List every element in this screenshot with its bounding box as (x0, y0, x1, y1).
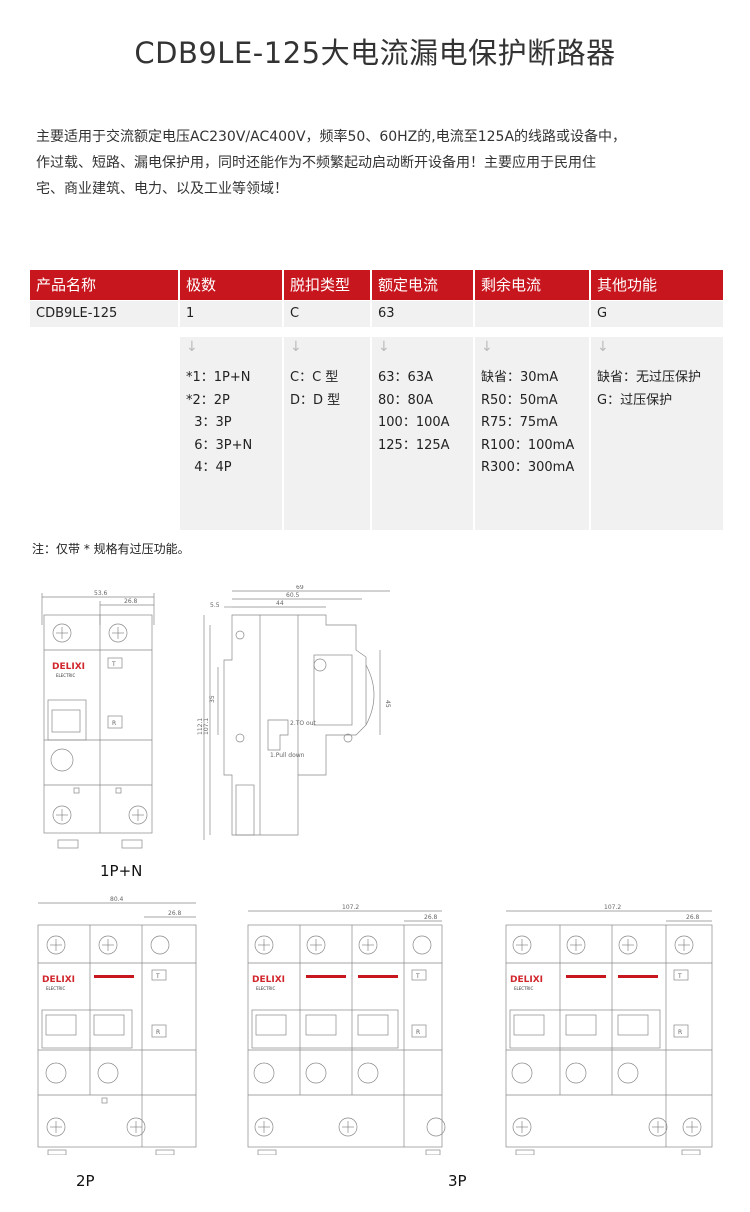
intro-line: 主要适用于交流额定电压AC230V/AC400V，频率50、60HZ的,电流至1… (36, 129, 627, 145)
footnote: 注：仅带 * 规格有过压功能。 (32, 542, 190, 556)
caption-3p: 3P (448, 1172, 467, 1190)
value-poles: 1 (180, 301, 282, 327)
option-item: G：过压保护 (597, 392, 673, 408)
options-residual-current-list: 缺省：30mA R50：50mA R75：75mA R100：100mA R30… (481, 367, 574, 480)
header-residual-current: 剩余电流 (475, 270, 589, 300)
reset-button-label: R (678, 1029, 682, 1036)
options-rated-current-list: 63：63A 80：80A 100：100A 125：125A (378, 367, 450, 457)
diagram-side-view: 69 60.5 44 5.5 35 45 107.1 112.1 2.TO ou… (197, 585, 391, 840)
arrow-down-icon: ↓ (186, 339, 198, 355)
arrow-down-icon: ↓ (378, 339, 390, 355)
dim-69: 69 (296, 585, 304, 591)
header-other-function: 其他功能 (591, 270, 723, 300)
dim-pole: 26.8 (686, 914, 700, 921)
value-trip-type: C (284, 301, 370, 327)
options-product-name: ↓ *1：1P+N *2：2P 3：3P 6：3P+N 4：4P (180, 337, 282, 530)
value-rated-current: 63 (372, 301, 473, 327)
red-bar (566, 975, 606, 978)
intro-line: 作过载、短路、漏电保护用，同时还能作为不频繁起动启动断开设备用！主要应用于民用住 (36, 155, 596, 171)
diagram-2p: 80.4 26.8 DELIXI ELECTRIC T R (37, 896, 197, 1155)
option-item: 6：3P+N (186, 437, 253, 453)
red-bar (94, 975, 134, 978)
options-residual-current: ↓ 缺省：30mA R50：50mA R75：75mA R100：100mA R… (475, 337, 589, 530)
options-poles-list: *1：1P+N *2：2P 3：3P 6：3P+N 4：4P (186, 367, 252, 480)
red-bar (618, 975, 658, 978)
brand-sub: ELECTRIC (256, 986, 275, 991)
header-poles: 极数 (180, 270, 282, 300)
intro-line: 宅、商业建筑、电力、以及工业等领域！ (36, 181, 288, 197)
option-item: 3：3P (186, 415, 232, 430)
option-item: D：D 型 (290, 392, 341, 408)
dim-112-1: 112.1 (197, 718, 204, 735)
dim-60-5: 60.5 (286, 592, 300, 599)
brand-sub: ELECTRIC (56, 673, 75, 678)
brand-logo: DELIXI (42, 975, 75, 985)
option-item: C：C 型 (290, 370, 339, 385)
caption-1pn: 1P+N (100, 862, 143, 880)
option-item: 缺省：30mA (481, 370, 559, 385)
value-other-function: G (591, 301, 723, 327)
reset-button-label: R (112, 720, 116, 727)
red-bar (306, 975, 346, 978)
dim-44: 44 (276, 600, 284, 607)
red-bar (358, 975, 398, 978)
brand-logo: DELIXI (510, 975, 543, 985)
brand-sub: ELECTRIC (514, 986, 533, 991)
dim-35: 35 (209, 695, 216, 703)
reset-button-label: R (416, 1029, 420, 1036)
options-other-function-list: 缺省：无过压保护 G：过压保护 (597, 367, 701, 412)
dim-5-5: 5.5 (210, 602, 220, 609)
brand-logo: DELIXI (252, 975, 285, 985)
arrow-down-icon: ↓ (481, 339, 493, 355)
value-product-name: CDB9LE-125 (30, 301, 178, 327)
caption-2p: 2P (76, 1172, 95, 1190)
dim-width: 80.4 (110, 896, 124, 903)
header-rated-current: 额定电流 (372, 270, 473, 300)
option-item: 63：63A (378, 370, 433, 385)
options-trip-type: ↓ C：C 型 D：D 型 (284, 337, 370, 530)
option-item: *2：2P (186, 392, 230, 408)
test-button-label: T (677, 973, 682, 980)
dim-pole: 26.8 (424, 914, 438, 921)
diagram-1pn-front: 53.6 26.8 DELIXI ELECTRIC T R (41, 590, 155, 849)
header-product-name: 产品名称 (30, 270, 178, 300)
brand-logo: DELIXI (52, 662, 85, 672)
option-item: 4：4P (186, 460, 232, 475)
option-item: R100：100mA (481, 437, 575, 453)
arrow-down-icon: ↓ (597, 339, 609, 355)
value-residual-current (475, 301, 589, 327)
option-item: 100：100A (378, 415, 450, 430)
dim-width: 107.2 (342, 904, 359, 911)
dim-pole: 26.8 (124, 598, 138, 605)
options-rated-current: ↓ 63：63A 80：80A 100：100A 125：125A (372, 337, 473, 530)
option-item: R50：50mA (481, 392, 558, 408)
test-button-label: T (415, 973, 420, 980)
intro-text: 主要适用于交流额定电压AC230V/AC400V，频率50、60HZ的,电流至1… (36, 124, 726, 202)
option-item: 80：80A (378, 392, 433, 408)
diagram-3pn-b: 107.2 26.8 DELIXI ELECTRIC T R (505, 904, 713, 1155)
option-item: R75：75mA (481, 415, 558, 430)
options-other-function: ↓ 缺省：无过压保护 G：过压保护 (591, 337, 723, 530)
arrow-down-icon: ↓ (290, 339, 302, 355)
options-trip-type-list: C：C 型 D：D 型 (290, 367, 340, 412)
test-button-label: T (155, 973, 160, 980)
reset-button-label: R (156, 1029, 160, 1036)
dim-107-1: 107.1 (203, 718, 210, 735)
option-item: 125：125A (378, 437, 450, 453)
diagram-3pn-a: 107.2 26.8 DELIXI ELECTRIC T R (247, 904, 446, 1155)
dim-pole: 26.8 (168, 910, 182, 917)
option-item: *1：1P+N (186, 370, 251, 385)
label-pull-down: 1.Pull down (270, 752, 305, 759)
page-title: CDB9LE-125大电流漏电保护断路器 (134, 36, 616, 70)
dim-45: 45 (384, 700, 391, 708)
header-trip-type: 脱扣类型 (284, 270, 370, 300)
option-item: 缺省：无过压保护 (597, 370, 702, 385)
test-button-label: T (111, 661, 116, 668)
dim-width: 53.6 (94, 590, 108, 597)
dim-width: 107.2 (604, 904, 621, 911)
brand-sub: ELECTRIC (46, 986, 65, 991)
option-item: R300：300mA (481, 460, 575, 475)
label-to-out: 2.TO out (290, 720, 316, 727)
